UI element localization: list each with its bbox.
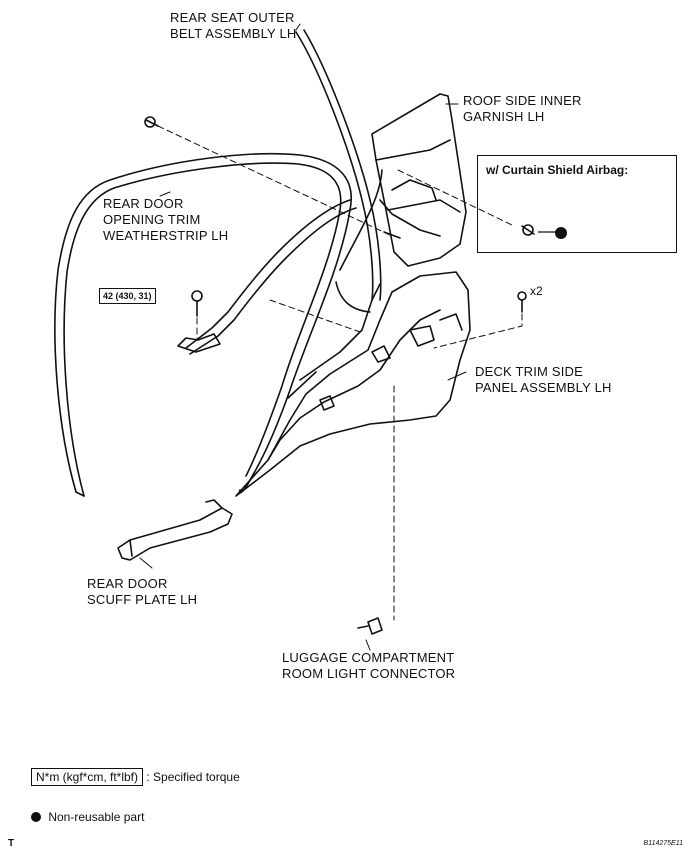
room-light-connector-part (357, 617, 383, 635)
quantity-label: x2 (530, 284, 543, 298)
legend-torque-text: : Specified torque (146, 770, 240, 784)
dashed-assembly-lines (157, 125, 523, 621)
seat-belt-part (177, 29, 382, 355)
corner-letter: T (8, 838, 15, 849)
label-deck-trim: DECK TRIM SIDE PANEL ASSEMBLY LH (475, 364, 612, 395)
label-rear-seat-belt: REAR SEAT OUTER BELT ASSEMBLY LH (170, 10, 297, 41)
roof-garnish-part (335, 93, 467, 313)
clip-top-left (144, 116, 159, 128)
legend-torque: N*m (kgf*cm, ft*lbf) : Specified torque (31, 768, 240, 786)
legend-nonreusable: Non-reusable part (31, 810, 144, 824)
nonreusable-icon (31, 812, 41, 822)
clip-airbag (521, 224, 535, 236)
curtain-airbag-box: w/ Curtain Shield Airbag: (477, 155, 677, 253)
label-roof-garnish: ROOF SIDE INNER GARNISH LH (463, 93, 582, 124)
deck-trim-panel-part (235, 271, 471, 497)
scuff-plate-part (117, 499, 233, 561)
legend-nonreusable-text: Non-reusable part (48, 810, 145, 824)
torque-spec-box: 42 (430, 31) (99, 288, 156, 304)
figure-code: B114275E11 (643, 840, 683, 847)
weatherstrip-part (54, 152, 352, 497)
leader-lines (139, 23, 467, 651)
airbag-box-title: w/ Curtain Shield Airbag: (486, 163, 629, 177)
label-scuff-plate: REAR DOOR SCUFF PLATE LH (87, 576, 198, 607)
non-reusable-dot (555, 227, 567, 239)
label-weatherstrip: REAR DOOR OPENING TRIM WEATHERSTRIP LH (103, 196, 229, 243)
legend-torque-box: N*m (kgf*cm, ft*lbf) (31, 768, 144, 786)
label-room-light-connector: LUGGAGE COMPARTMENT ROOM LIGHT CONNECTOR (282, 650, 456, 681)
bolt-torque (191, 290, 203, 317)
bolt-x2 (517, 291, 527, 313)
